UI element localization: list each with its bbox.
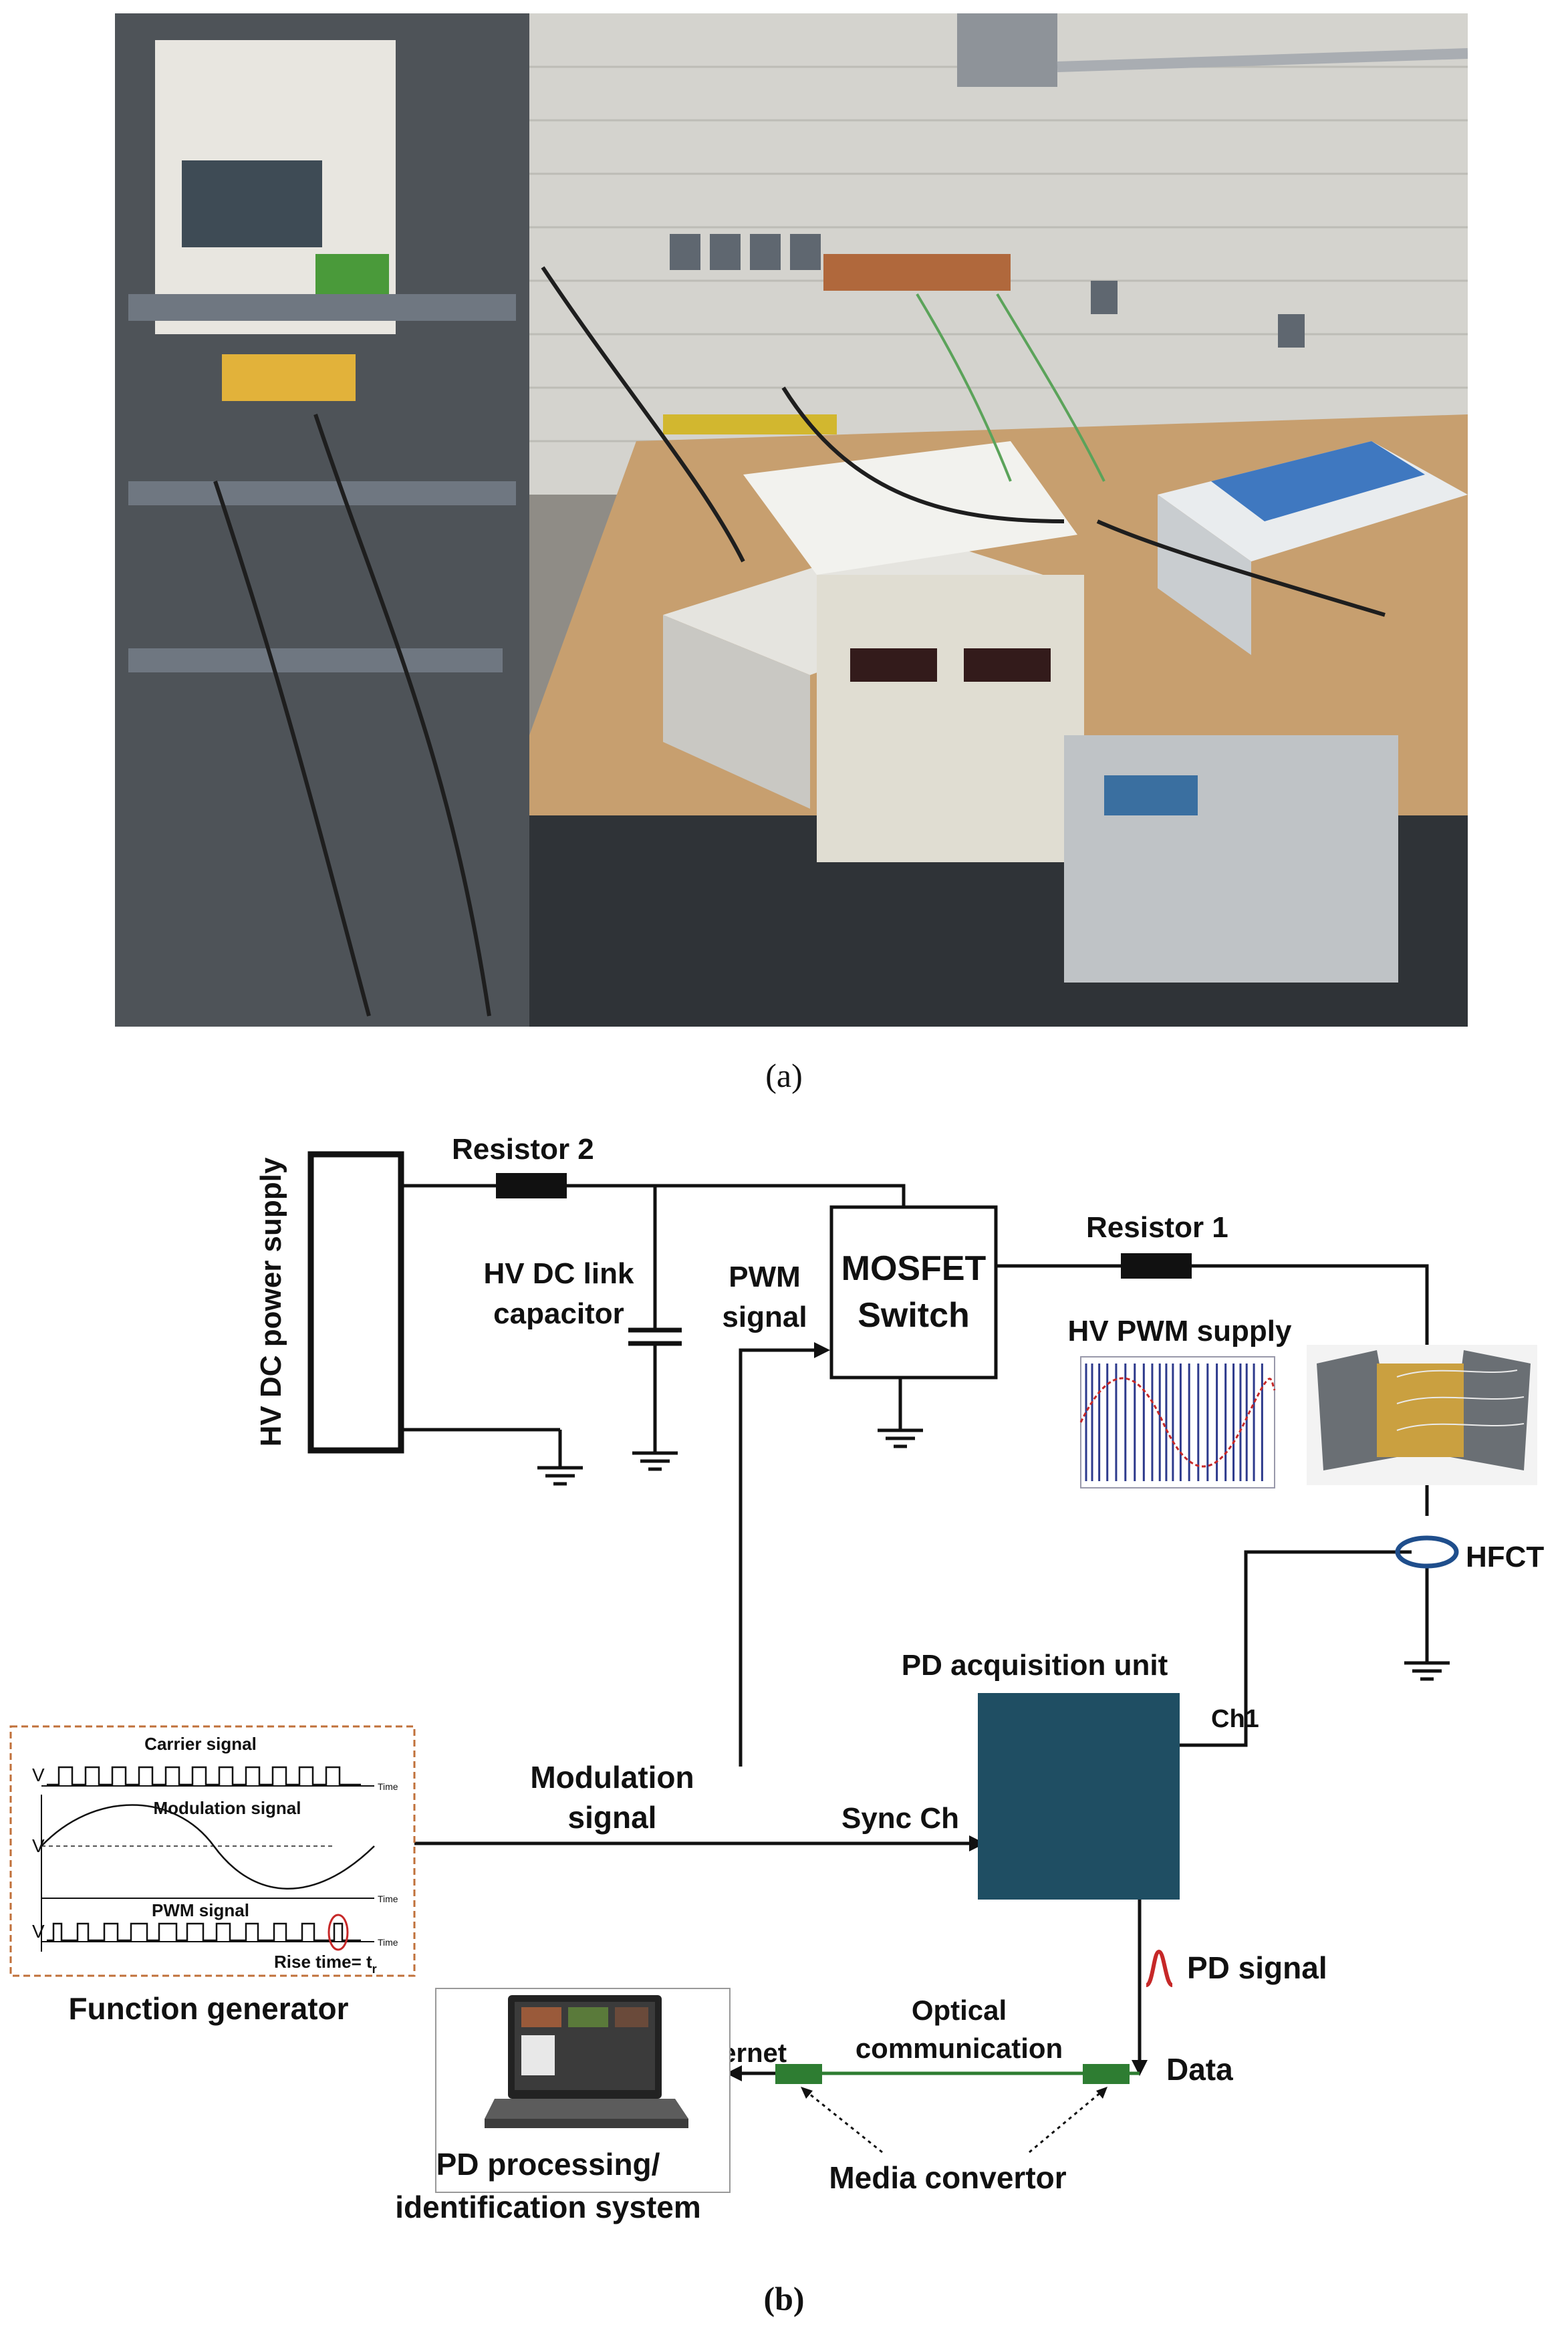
- resistor-2-label: Resistor 2: [452, 1133, 594, 1166]
- inset-axis-time-3: Time: [378, 1937, 398, 1948]
- ch1-label: Ch1: [1211, 1705, 1259, 1733]
- pwm-signal-label-1: PWM: [729, 1261, 801, 1293]
- function-generator-label: Function generator: [68, 1991, 348, 2026]
- hv-pwm-supply-label: HV PWM supply: [1068, 1315, 1292, 1347]
- hfct-sensor: [1395, 1535, 1459, 1569]
- circuit-wires: [401, 1184, 1429, 2075]
- resistor-1-label: Resistor 1: [1086, 1211, 1228, 1244]
- hv-pwm-waveform: [1079, 1356, 1276, 1488]
- mosfet-label-1: MOSFET: [841, 1249, 987, 1288]
- hv-dc-power-supply-box: [307, 1151, 404, 1454]
- mosfet-label-2: Switch: [858, 1296, 970, 1335]
- test-object-image: [1307, 1345, 1537, 1485]
- ground-symbols: [537, 1428, 1450, 1681]
- modulation-signal-label-1: Modulation: [530, 1760, 694, 1795]
- data-label: Data: [1166, 2052, 1233, 2087]
- sync-ch-label: Sync Ch: [841, 1802, 959, 1835]
- pwm-signal-inset-label: PWM signal: [152, 1900, 249, 1920]
- mosfet-switch-box: [829, 1205, 998, 1380]
- caption-a: (a): [765, 1057, 803, 1094]
- caption-b: (b): [763, 2280, 804, 2317]
- pd-signal-label: PD signal: [1187, 1950, 1327, 1985]
- media-convertor-label: Media convertor: [829, 2160, 1066, 2195]
- lab-setup-photo: [115, 13, 1468, 1027]
- media-convertor-right: [1083, 2064, 1130, 2084]
- pd-processing-label-1: PD processing/: [436, 2147, 660, 2182]
- pd-acquisition-unit: [978, 1693, 1180, 1900]
- carrier-signal-label: Carrier signal: [144, 1734, 257, 1754]
- inset-axis-time-2: Time: [378, 1894, 398, 1904]
- inset-axis-v-1: V: [32, 1765, 45, 1785]
- dc-link-capacitor: [628, 1327, 682, 1346]
- pwm-signal-label-2: signal: [722, 1301, 807, 1333]
- dc-link-capacitor-label-1: HV DC link: [484, 1257, 634, 1290]
- media-convertor-pointers: [805, 2089, 1103, 2154]
- pd-acquisition-label: PD acquisition unit: [902, 1649, 1168, 1682]
- pd-pulse-icon: [1145, 1949, 1174, 1987]
- inset-axis-time-1: Time: [378, 1781, 398, 1792]
- laptop-icon: [435, 1988, 731, 2193]
- resistor-2: [496, 1173, 567, 1198]
- pd-processing-label-2: identification system: [395, 2190, 701, 2224]
- hv-dc-supply-label: HV DC power supply: [255, 1157, 287, 1446]
- modulation-signal-label-2: signal: [568, 1800, 657, 1835]
- media-convertor-left: [775, 2064, 822, 2084]
- optical-communication-label-1: Optical: [912, 1994, 1007, 2026]
- inset-axis-v-3: V: [32, 1921, 45, 1942]
- hfct-label: HFCT: [1466, 1541, 1544, 1573]
- dc-link-capacitor-label-2: capacitor: [493, 1297, 624, 1330]
- optical-communication-label-2: communication: [856, 2033, 1063, 2064]
- function-generator-inset: Carrier signal V Time Modulation signal …: [9, 1725, 416, 1977]
- rise-time-label: Rise time= tr: [274, 1952, 377, 1976]
- resistor-1: [1121, 1253, 1192, 1279]
